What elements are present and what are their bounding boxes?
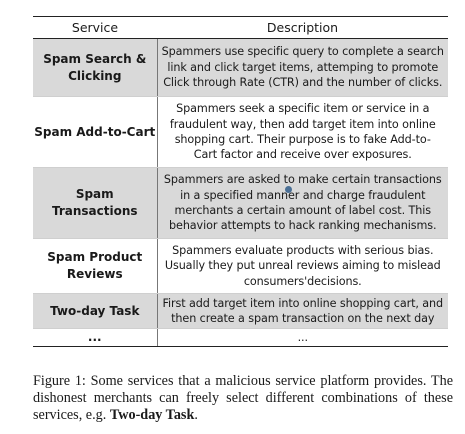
caption-end: . [194, 407, 198, 423]
caption-emphasis: Two-day Task [109, 407, 195, 423]
service-label-line: Two-day Task [50, 303, 140, 318]
table-row: Two-day Task First add target item into o… [33, 293, 448, 329]
description-line: fraudulent way, then add target item int… [169, 117, 436, 131]
description-line: then create a spam transaction on the ne… [171, 312, 435, 325]
service-label-line: ... [87, 330, 102, 344]
service-cell: ... [33, 328, 158, 347]
table-row: ...... [33, 328, 448, 347]
description-cell: ... [157, 328, 448, 347]
table-row: Spam Search & Clicking Spammers use specif… [33, 38, 448, 97]
service-label-line: Clicking [68, 68, 122, 83]
description-line: consumers'decisions. [243, 274, 362, 288]
description-line: Spammers use specific query to complete … [161, 45, 444, 59]
service-label-line: Spam Add-to-Cart [34, 124, 156, 139]
service-cell: Spam Transactions [33, 167, 158, 239]
header-service: Service [33, 16, 157, 39]
description-line: shopping cart. Their purpose is to fake … [174, 133, 431, 146]
description-line: Spammers evaluate products with serious … [172, 243, 434, 257]
service-cell: Spam Search & Clicking [33, 38, 158, 97]
description-cell: First add target item into online shoppi… [157, 293, 448, 329]
service-cell: Spam Add-to-Cart [33, 96, 158, 168]
service-cell: Two-day Task [33, 293, 158, 329]
service-label-line: Spam Product [47, 250, 143, 264]
table-body: Spam Search & Clicking Spammers use specif… [33, 38, 448, 347]
table-header-row: Service Description [33, 16, 448, 39]
description-cell: Spammers are asked to make certain trans… [157, 167, 448, 239]
caption-text: Figure 1: Some services that a malicious… [33, 373, 453, 423]
description-line: Click through Rate (CTR) and the number … [163, 76, 443, 90]
service-label-line: Spam Transactions [51, 187, 138, 218]
description-cell: Spammers seek a specific item or service… [157, 96, 448, 168]
description-line: link and click target items, attemping t… [167, 60, 439, 74]
cursor-dot [285, 186, 292, 193]
services-table: Service Description Spam Search & Clickin… [33, 16, 448, 347]
description-line: Spammers seek a specific item or service… [176, 102, 430, 116]
description-line: Spammers are asked to make certain trans… [163, 173, 442, 187]
description-cell: Spammers use specific query to complete … [157, 38, 448, 97]
description-line: behavior attempts to hack ranking mechan… [169, 219, 437, 233]
service-label-line: Reviews [66, 267, 123, 281]
table-row: Spam Transactions Spammers are asked to m… [33, 167, 448, 239]
table-row: Spam Add-to-Cart Spammers seek a specific… [33, 96, 448, 168]
description-line: in a specified manner and charge fraudul… [180, 188, 426, 202]
service-label-line: Spam Search & [43, 51, 147, 66]
description-line: Cart factor and receive over exposures. [193, 148, 412, 162]
header-description: Description [157, 16, 448, 39]
description-line: First add target item into online shoppi… [162, 296, 444, 310]
description-line: merchants a certain amount of label cost… [174, 204, 432, 217]
description-cell: Spammers evaluate products with serious … [157, 238, 448, 294]
figure-caption: Figure 1: Some services that a malicious… [33, 373, 453, 424]
description-line: ... [297, 330, 308, 344]
description-line: Usually they put unreal reviews aiming t… [164, 259, 441, 273]
